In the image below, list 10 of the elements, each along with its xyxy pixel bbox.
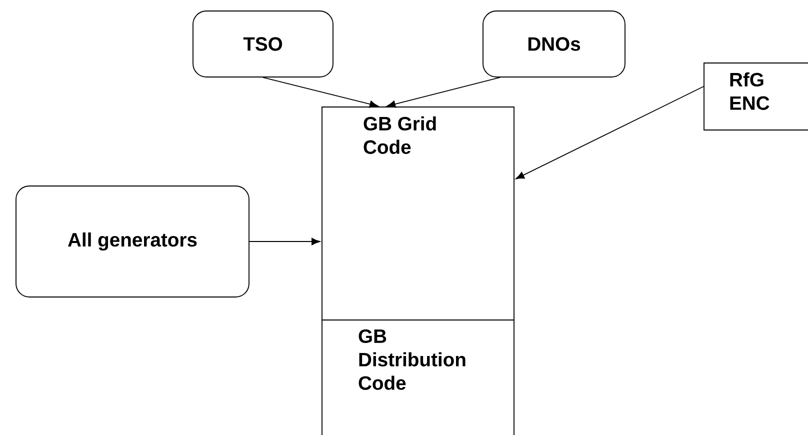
rounded-box: TSO [192,10,334,78]
code-box: All generators [16,186,250,298]
code-box: GB Distribution Code [322,320,514,435]
arrow [262,77,378,108]
arrow [516,86,704,180]
code-box: GB Grid Code [322,106,514,320]
arrow [249,238,320,246]
rounded-box: DNOs [482,10,626,78]
box: RfG ENC [704,62,808,130]
arrow [386,77,500,108]
